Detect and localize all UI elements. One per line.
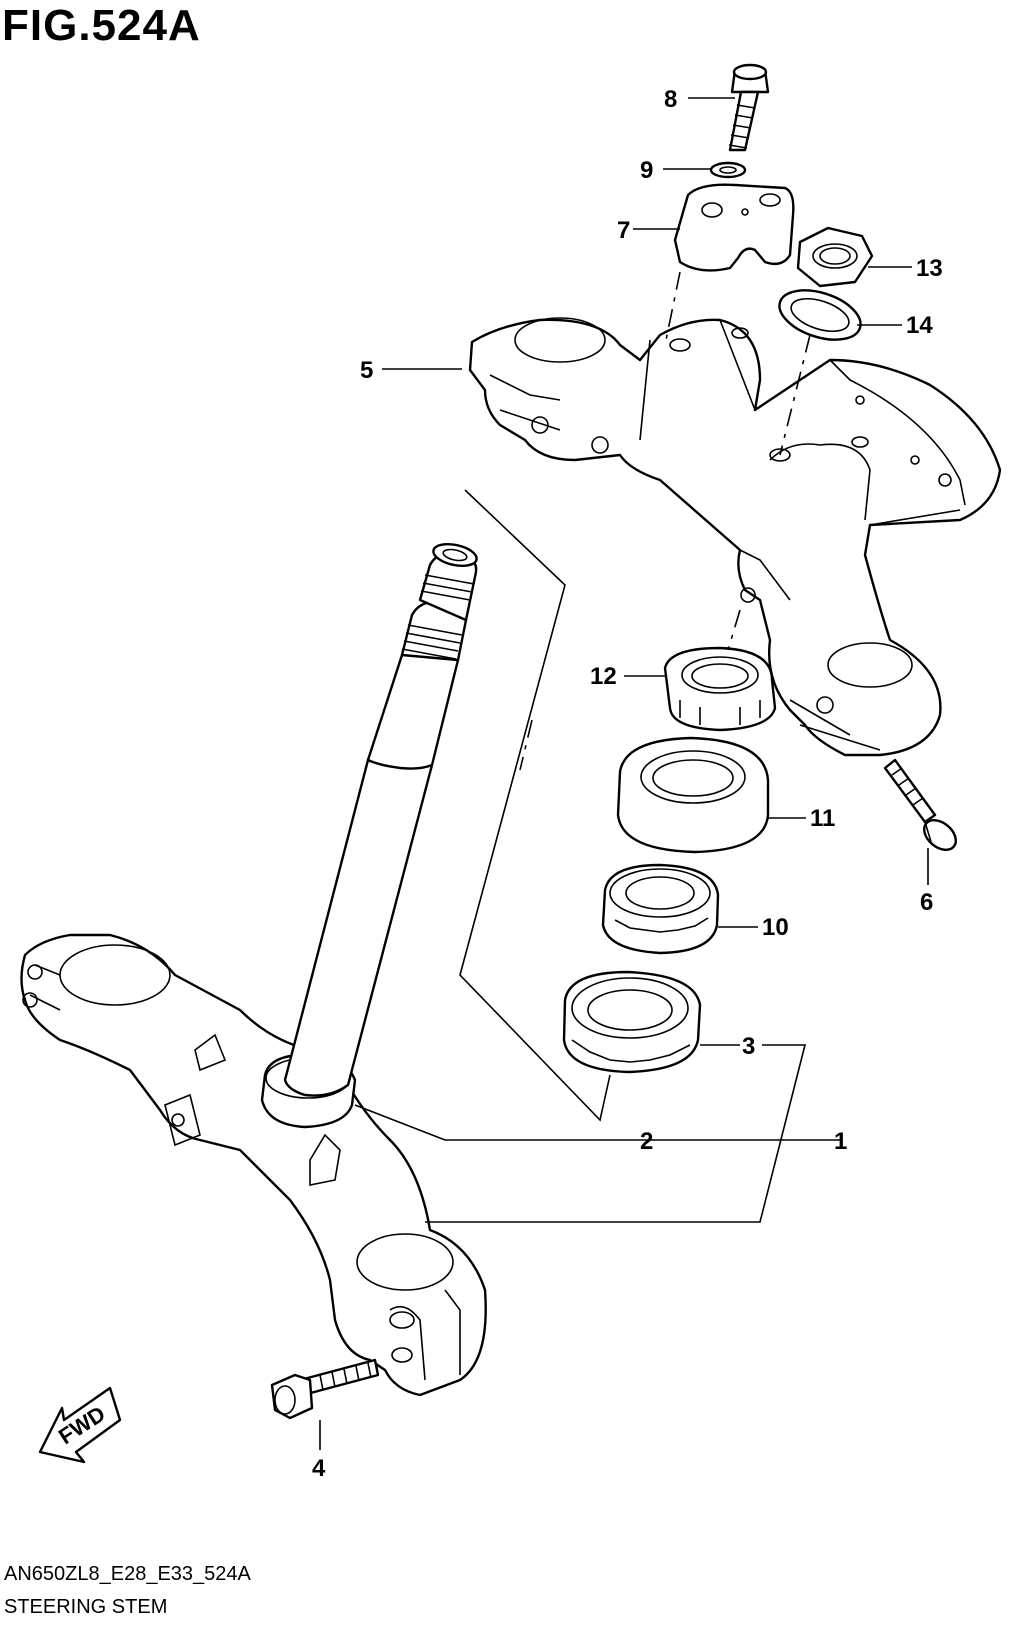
center-lines <box>519 271 811 771</box>
callout-10: 10 <box>762 914 789 941</box>
part-9-washer <box>709 161 747 179</box>
callout-2: 2 <box>640 1128 653 1155</box>
fwd-arrow: FWD <box>38 1386 122 1464</box>
callout-6: 6 <box>920 889 933 916</box>
callout-13: 13 <box>916 255 943 282</box>
part-1-steering-stem <box>20 543 487 1397</box>
part-4-bolt <box>270 1358 380 1420</box>
callout-7: 7 <box>617 217 630 244</box>
leader-lines <box>319 97 929 1450</box>
part-14-washer <box>778 289 862 341</box>
callouts: 8 9 7 13 14 5 12 11 6 10 3 2 1 4 <box>312 86 943 1482</box>
callout-3: 3 <box>742 1033 755 1060</box>
callout-4: 4 <box>312 1455 326 1482</box>
group-bracket-lines <box>459 489 611 1122</box>
figure-title: FIG.524A <box>2 1 201 50</box>
part-5-upper-bracket <box>468 317 1002 757</box>
callout-8: 8 <box>664 86 677 113</box>
part-12-locknut <box>663 646 777 732</box>
part-8-bolt <box>728 63 770 152</box>
callout-5: 5 <box>360 357 373 384</box>
callout-11: 11 <box>810 805 835 832</box>
figure-code: AN650ZL8_E28_E33_524A <box>4 1563 251 1585</box>
part-3-bearing <box>562 970 702 1074</box>
part-13-nut <box>796 226 874 288</box>
part-6-bolt <box>883 758 957 851</box>
callout-12: 12 <box>590 663 617 690</box>
callout-14: 14 <box>906 312 933 339</box>
figure-name: STEERING STEM <box>4 1596 168 1618</box>
part-7-holder <box>673 183 795 272</box>
callout-1: 1 <box>834 1128 847 1155</box>
part-11-dust-seal <box>616 736 770 854</box>
callout-9: 9 <box>640 157 653 184</box>
part-10-bearing <box>601 863 720 955</box>
